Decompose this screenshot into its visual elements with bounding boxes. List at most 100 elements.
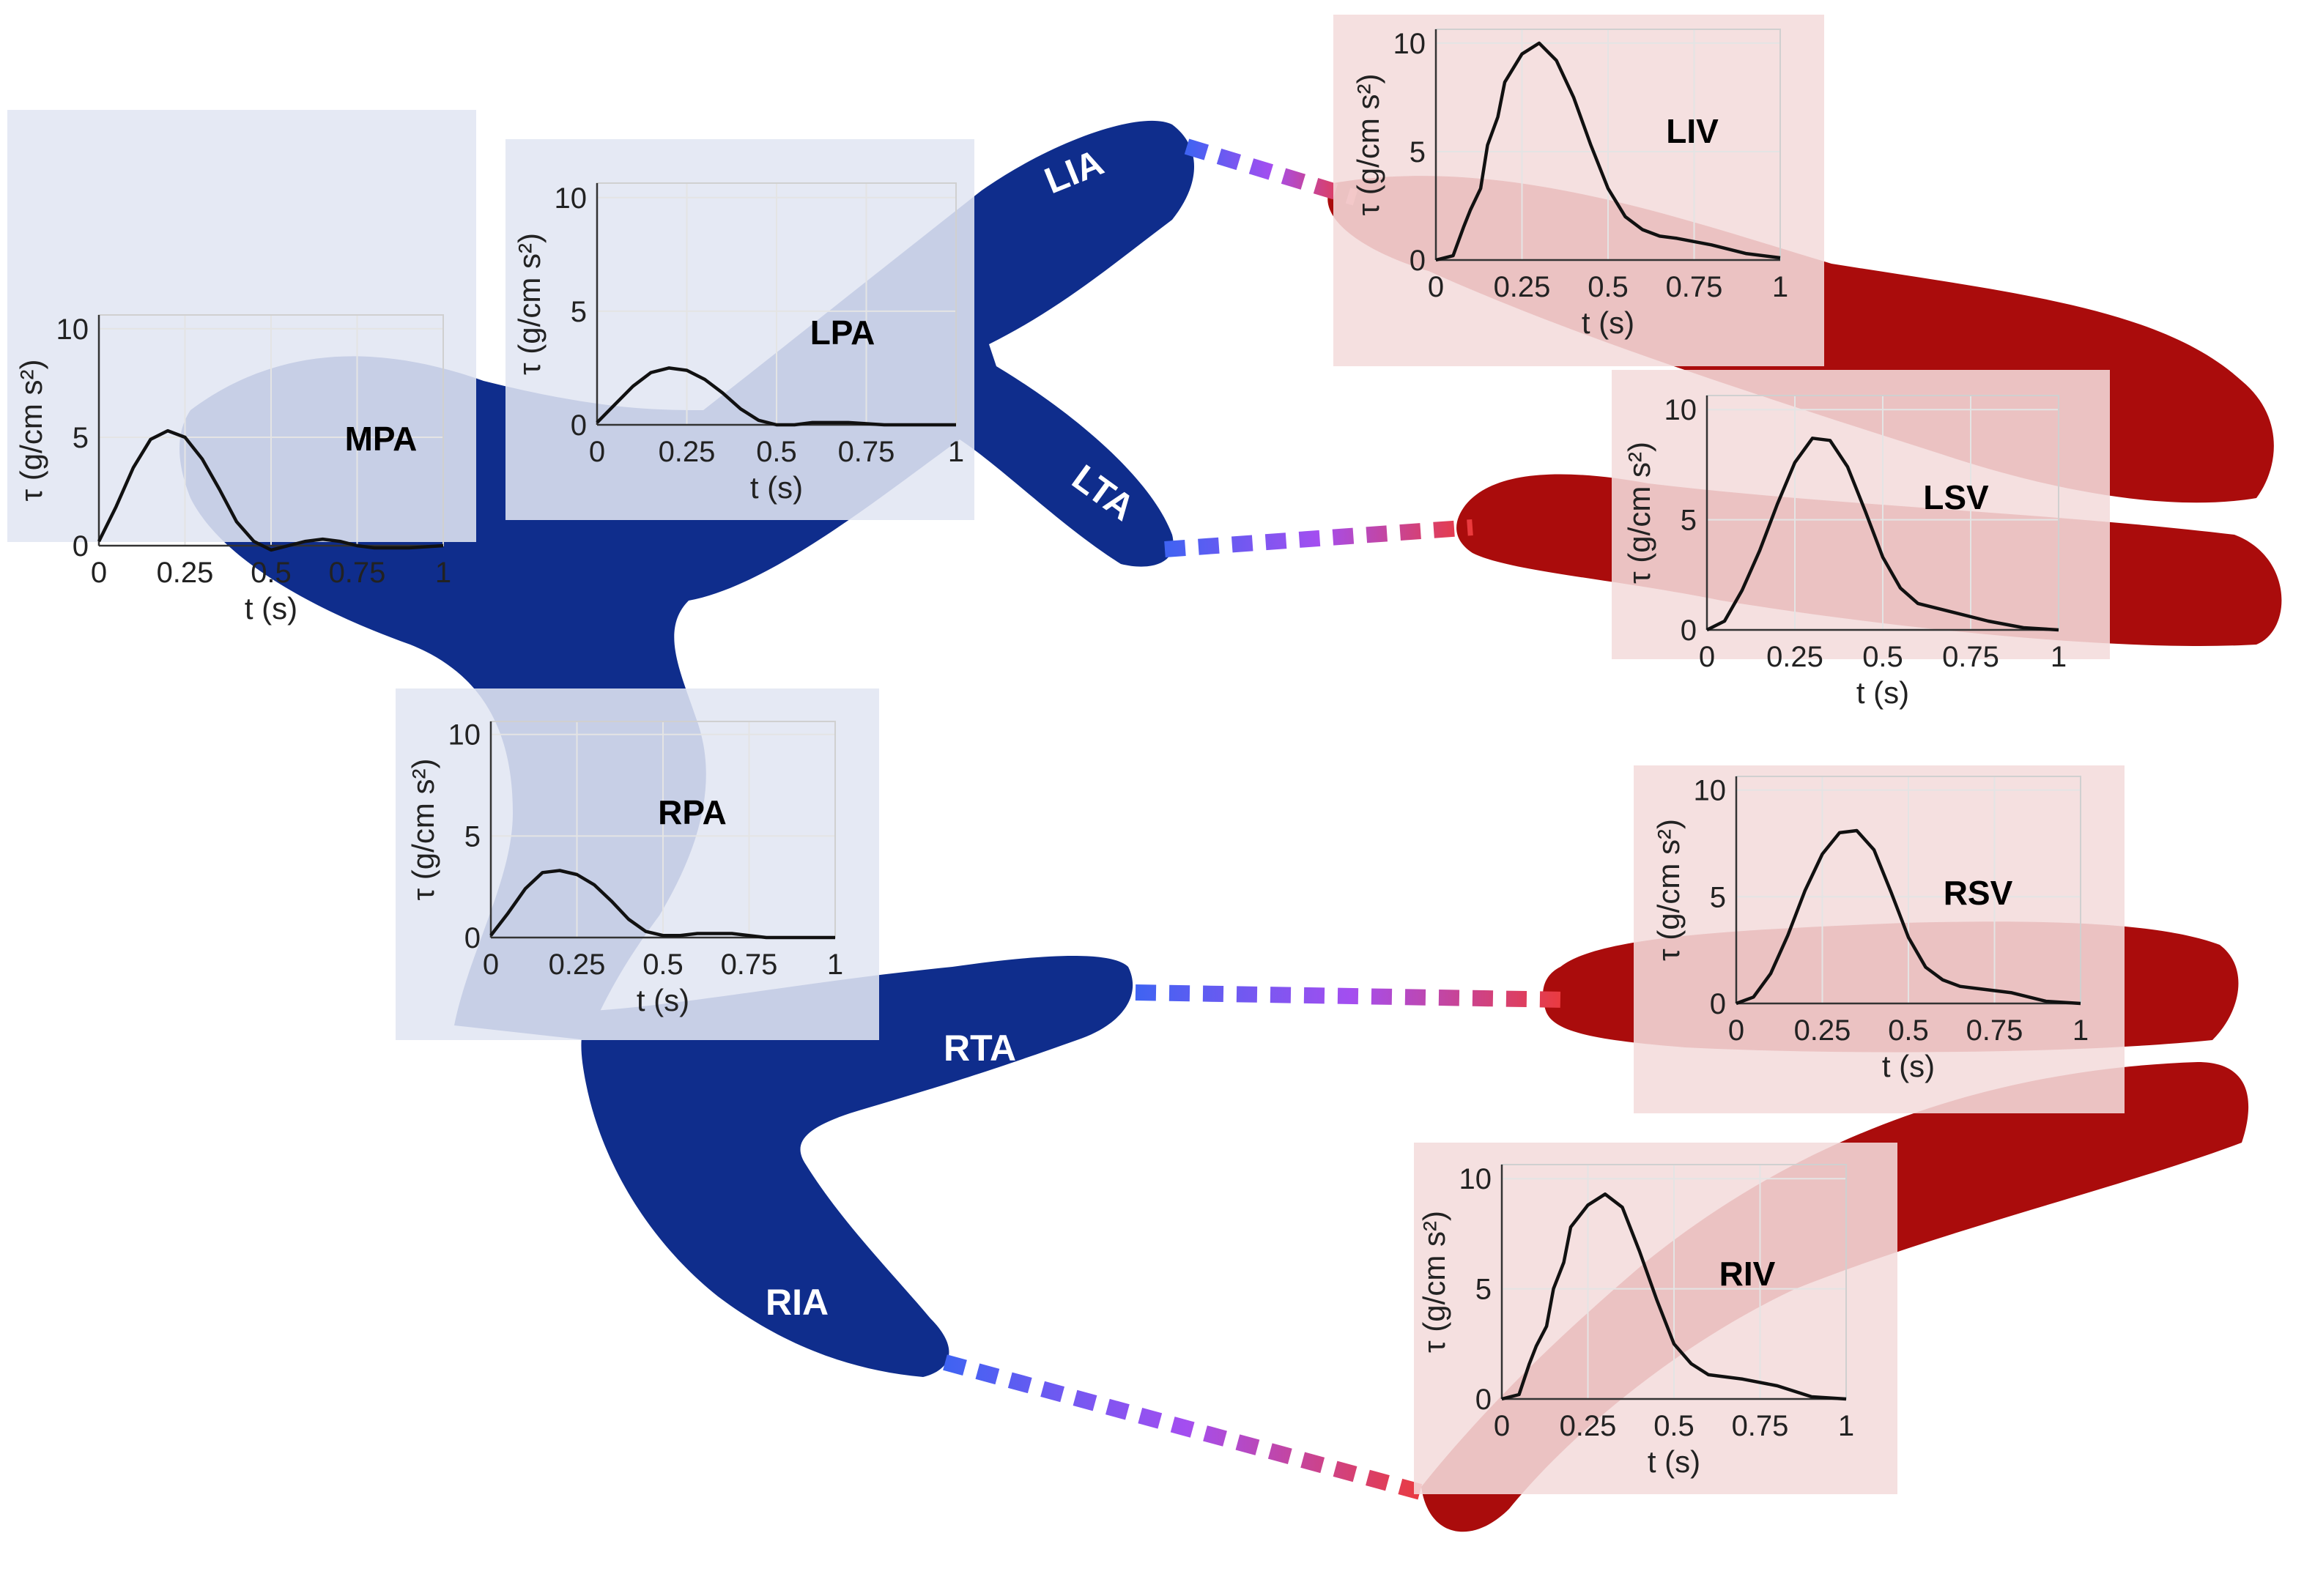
x-axis-label: t (s) [1856, 675, 1909, 710]
y-tick-label: 10 [1459, 1163, 1492, 1195]
x-tick-label: 0.75 [1732, 1410, 1789, 1442]
x-axis-label: t (s) [245, 591, 297, 626]
y-tick-label: 0 [464, 922, 481, 954]
x-tick-label: 0.75 [1966, 1014, 2023, 1047]
x-tick-label: 0.75 [1666, 271, 1723, 303]
plot-backdrop-lpa [505, 139, 974, 520]
connector-ria-riv [943, 1354, 1431, 1502]
plot-backdrop-lsv [1612, 370, 2110, 659]
x-axis-label: t (s) [637, 983, 689, 1017]
y-tick-label: 0 [1681, 615, 1697, 647]
connectors [943, 138, 1568, 1502]
x-tick-label: 1 [435, 557, 451, 589]
y-axis-label: τ (g/cm s²) [1417, 1211, 1451, 1353]
y-tick-label: 10 [448, 719, 481, 751]
plot-backdrop-mpa [7, 110, 476, 542]
x-tick-label: 1 [1772, 271, 1788, 303]
plot-label-liv: LIV [1666, 112, 1719, 150]
x-tick-label: 0.75 [838, 436, 895, 468]
x-tick-label: 0.25 [549, 949, 606, 981]
y-tick-label: 0 [73, 530, 89, 563]
y-tick-label: 5 [1410, 136, 1426, 168]
x-tick-label: 1 [948, 436, 964, 468]
waveform-line-mpa [97, 428, 444, 552]
y-tick-label: 10 [56, 313, 89, 346]
y-axis-label: τ (g/cm s²) [512, 233, 547, 375]
y-tick-label: 10 [1694, 775, 1727, 807]
y-tick-label: 5 [1475, 1274, 1492, 1306]
waveform-line-riv [1501, 1192, 1847, 1401]
x-axis-label: t (s) [750, 470, 803, 505]
y-tick-label: 5 [73, 422, 89, 454]
x-tick-label: 0 [1699, 641, 1715, 673]
plot-label-riv: RIV [1719, 1255, 1776, 1293]
x-tick-label: 0 [91, 557, 107, 589]
y-axis-label: τ (g/cm s²) [406, 759, 440, 901]
x-axis-label: t (s) [1648, 1444, 1700, 1479]
plot-label-rsv: RSV [1944, 874, 2013, 912]
label-rta: RTA [944, 1028, 1016, 1069]
waveform-line-rpa [489, 869, 835, 940]
plot-backdrop-liv [1333, 15, 1824, 366]
x-tick-label: 0.25 [157, 557, 214, 589]
x-tick-label: 0.25 [1560, 1410, 1617, 1442]
y-tick-label: 10 [1664, 394, 1697, 426]
y-tick-label: 5 [1710, 881, 1726, 913]
x-tick-label: 1 [827, 949, 843, 981]
vein-riv-branch [1421, 1062, 2249, 1532]
plot-label-rpa: RPA [658, 793, 727, 831]
y-axis-label: τ (g/cm s²) [1351, 74, 1385, 216]
waveform-line-liv [1435, 41, 1781, 262]
x-tick-label: 0.5 [1888, 1014, 1929, 1047]
x-tick-label: 0.25 [1794, 1014, 1851, 1047]
x-tick-label: 0.25 [1766, 641, 1823, 673]
x-tick-label: 1 [2073, 1014, 2089, 1047]
y-tick-label: 0 [1475, 1384, 1492, 1416]
y-tick-label: 0 [571, 409, 587, 442]
label-ria: RIA [766, 1282, 829, 1323]
y-axis-label: τ (g/cm s²) [14, 360, 48, 502]
x-tick-label: 0.75 [1942, 641, 1999, 673]
x-tick-label: 0 [589, 436, 605, 468]
x-tick-label: 0 [483, 949, 499, 981]
plot-backdrop-riv [1414, 1143, 1897, 1494]
y-axis-label: τ (g/cm s²) [1651, 819, 1686, 961]
waveform-line-rsv [1736, 828, 2081, 1006]
x-tick-label: 0 [1494, 1410, 1510, 1442]
x-axis-label: t (s) [1582, 305, 1634, 340]
x-tick-label: 0.5 [1588, 271, 1629, 303]
connector-lia-liv [1184, 138, 1358, 206]
x-tick-label: 0.75 [329, 557, 386, 589]
x-tick-label: 0.25 [659, 436, 716, 468]
connector-rta-rsv [1135, 984, 1568, 1008]
plot-label-lpa: LPA [810, 313, 875, 352]
plot-label-lsv: LSV [1923, 478, 1989, 516]
y-tick-label: 5 [571, 296, 587, 328]
x-axis-label: t (s) [1882, 1049, 1935, 1083]
y-tick-label: 10 [555, 182, 588, 215]
x-tick-label: 0.5 [251, 557, 292, 589]
x-tick-label: 0 [1428, 271, 1444, 303]
y-tick-label: 0 [1410, 245, 1426, 277]
waveform-line-lsv [1705, 437, 2059, 632]
y-tick-label: 5 [464, 820, 481, 853]
y-axis-label: τ (g/cm s²) [1622, 442, 1656, 584]
artery-right-branches [581, 956, 1133, 1377]
y-tick-label: 10 [1393, 28, 1426, 60]
plot-label-mpa: MPA [345, 420, 418, 458]
waveform-line-lpa [596, 366, 956, 427]
x-tick-label: 0.5 [756, 436, 797, 468]
plot-backdrop-rsv [1634, 765, 2125, 1113]
connector-lta-lsv [1164, 519, 1473, 557]
x-tick-label: 0.25 [1494, 271, 1551, 303]
x-tick-label: 1 [2051, 641, 2067, 673]
x-tick-label: 0 [1728, 1014, 1744, 1047]
